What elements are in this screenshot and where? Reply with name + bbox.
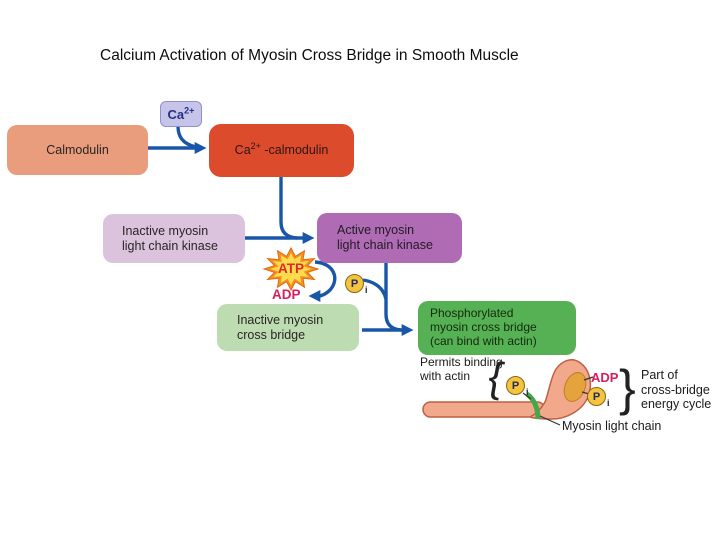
connector-cacalmodulin-down: [279, 177, 298, 240]
phosphate-icon: P: [345, 274, 364, 293]
adp-label: ADP: [272, 287, 301, 302]
page-title: Calcium Activation of Myosin Cross Bridg…: [100, 47, 519, 64]
leader-pi-to-band: [522, 392, 532, 400]
inactive-cb-line1: Inactive myosin: [237, 312, 324, 327]
connector-active-mlck-down: [384, 263, 402, 332]
inactive-mlck-line1: Inactive myosin: [122, 223, 209, 238]
calcium-label: Ca2+: [167, 105, 195, 122]
inactive-cross-bridge-box: Inactive myosin cross bridge: [217, 304, 359, 351]
calcium-ion-badge: Ca2+: [160, 101, 202, 127]
leader-band-to-label: [539, 415, 561, 426]
myosin-light-chain-label: Myosin light chain: [562, 419, 662, 433]
calmodulin-label: Calmodulin: [46, 142, 109, 157]
phosphate-icon: P: [587, 387, 606, 406]
phosphorylated-cross-bridge-box: Phosphorylated myosin cross bridge (can …: [418, 301, 576, 355]
myosin-light-chain-band: [525, 391, 541, 420]
inactive-mlck-line2: light chain kinase: [122, 238, 218, 253]
right-brace: }: [619, 360, 636, 416]
calmodulin-box: Calmodulin: [7, 125, 148, 175]
myosin-illustration: [422, 359, 594, 426]
adp-label-illustration: ADP: [591, 370, 619, 385]
atp-starburst-icon: [262, 246, 320, 292]
active-mlck-box: Active myosin light chain kinase: [317, 213, 462, 263]
phos-line1: Phosphorylated: [430, 306, 514, 321]
leader-pocket-to-adp: [583, 376, 594, 381]
phosphate-badge: P i: [345, 274, 368, 295]
inactive-mlck-box: Inactive myosin light chain kinase: [103, 214, 245, 263]
permits-binding-label: Permits binding with actin: [420, 355, 503, 383]
connector-ca-into-arrow: [176, 125, 197, 149]
ca-calmodulin-box: Ca2+ -calmodulin: [209, 124, 354, 177]
nucleotide-pocket: [563, 372, 587, 402]
phosphate-badge: P i: [506, 376, 529, 397]
atp-label: ATP: [278, 261, 304, 276]
active-mlck-line2: light chain kinase: [337, 238, 433, 252]
ca-calmodulin-label: Ca2+ -calmodulin: [234, 140, 329, 158]
active-mlck-line1: Active myosin: [337, 223, 415, 238]
myosin-tail: [422, 401, 546, 418]
inactive-cb-line2: cross bridge: [237, 327, 306, 342]
arrow-atp-to-adp: [308, 260, 337, 302]
flow-arrows: [148, 125, 414, 336]
phos-line3: (can bind with actin): [430, 333, 537, 348]
phosphate-icon: P: [506, 376, 525, 395]
phos-line2: myosin cross bridge: [430, 320, 537, 335]
phosphate-badge: P i: [587, 387, 610, 408]
energy-cycle-label: Part of cross-bridge energy cycle: [641, 368, 712, 411]
